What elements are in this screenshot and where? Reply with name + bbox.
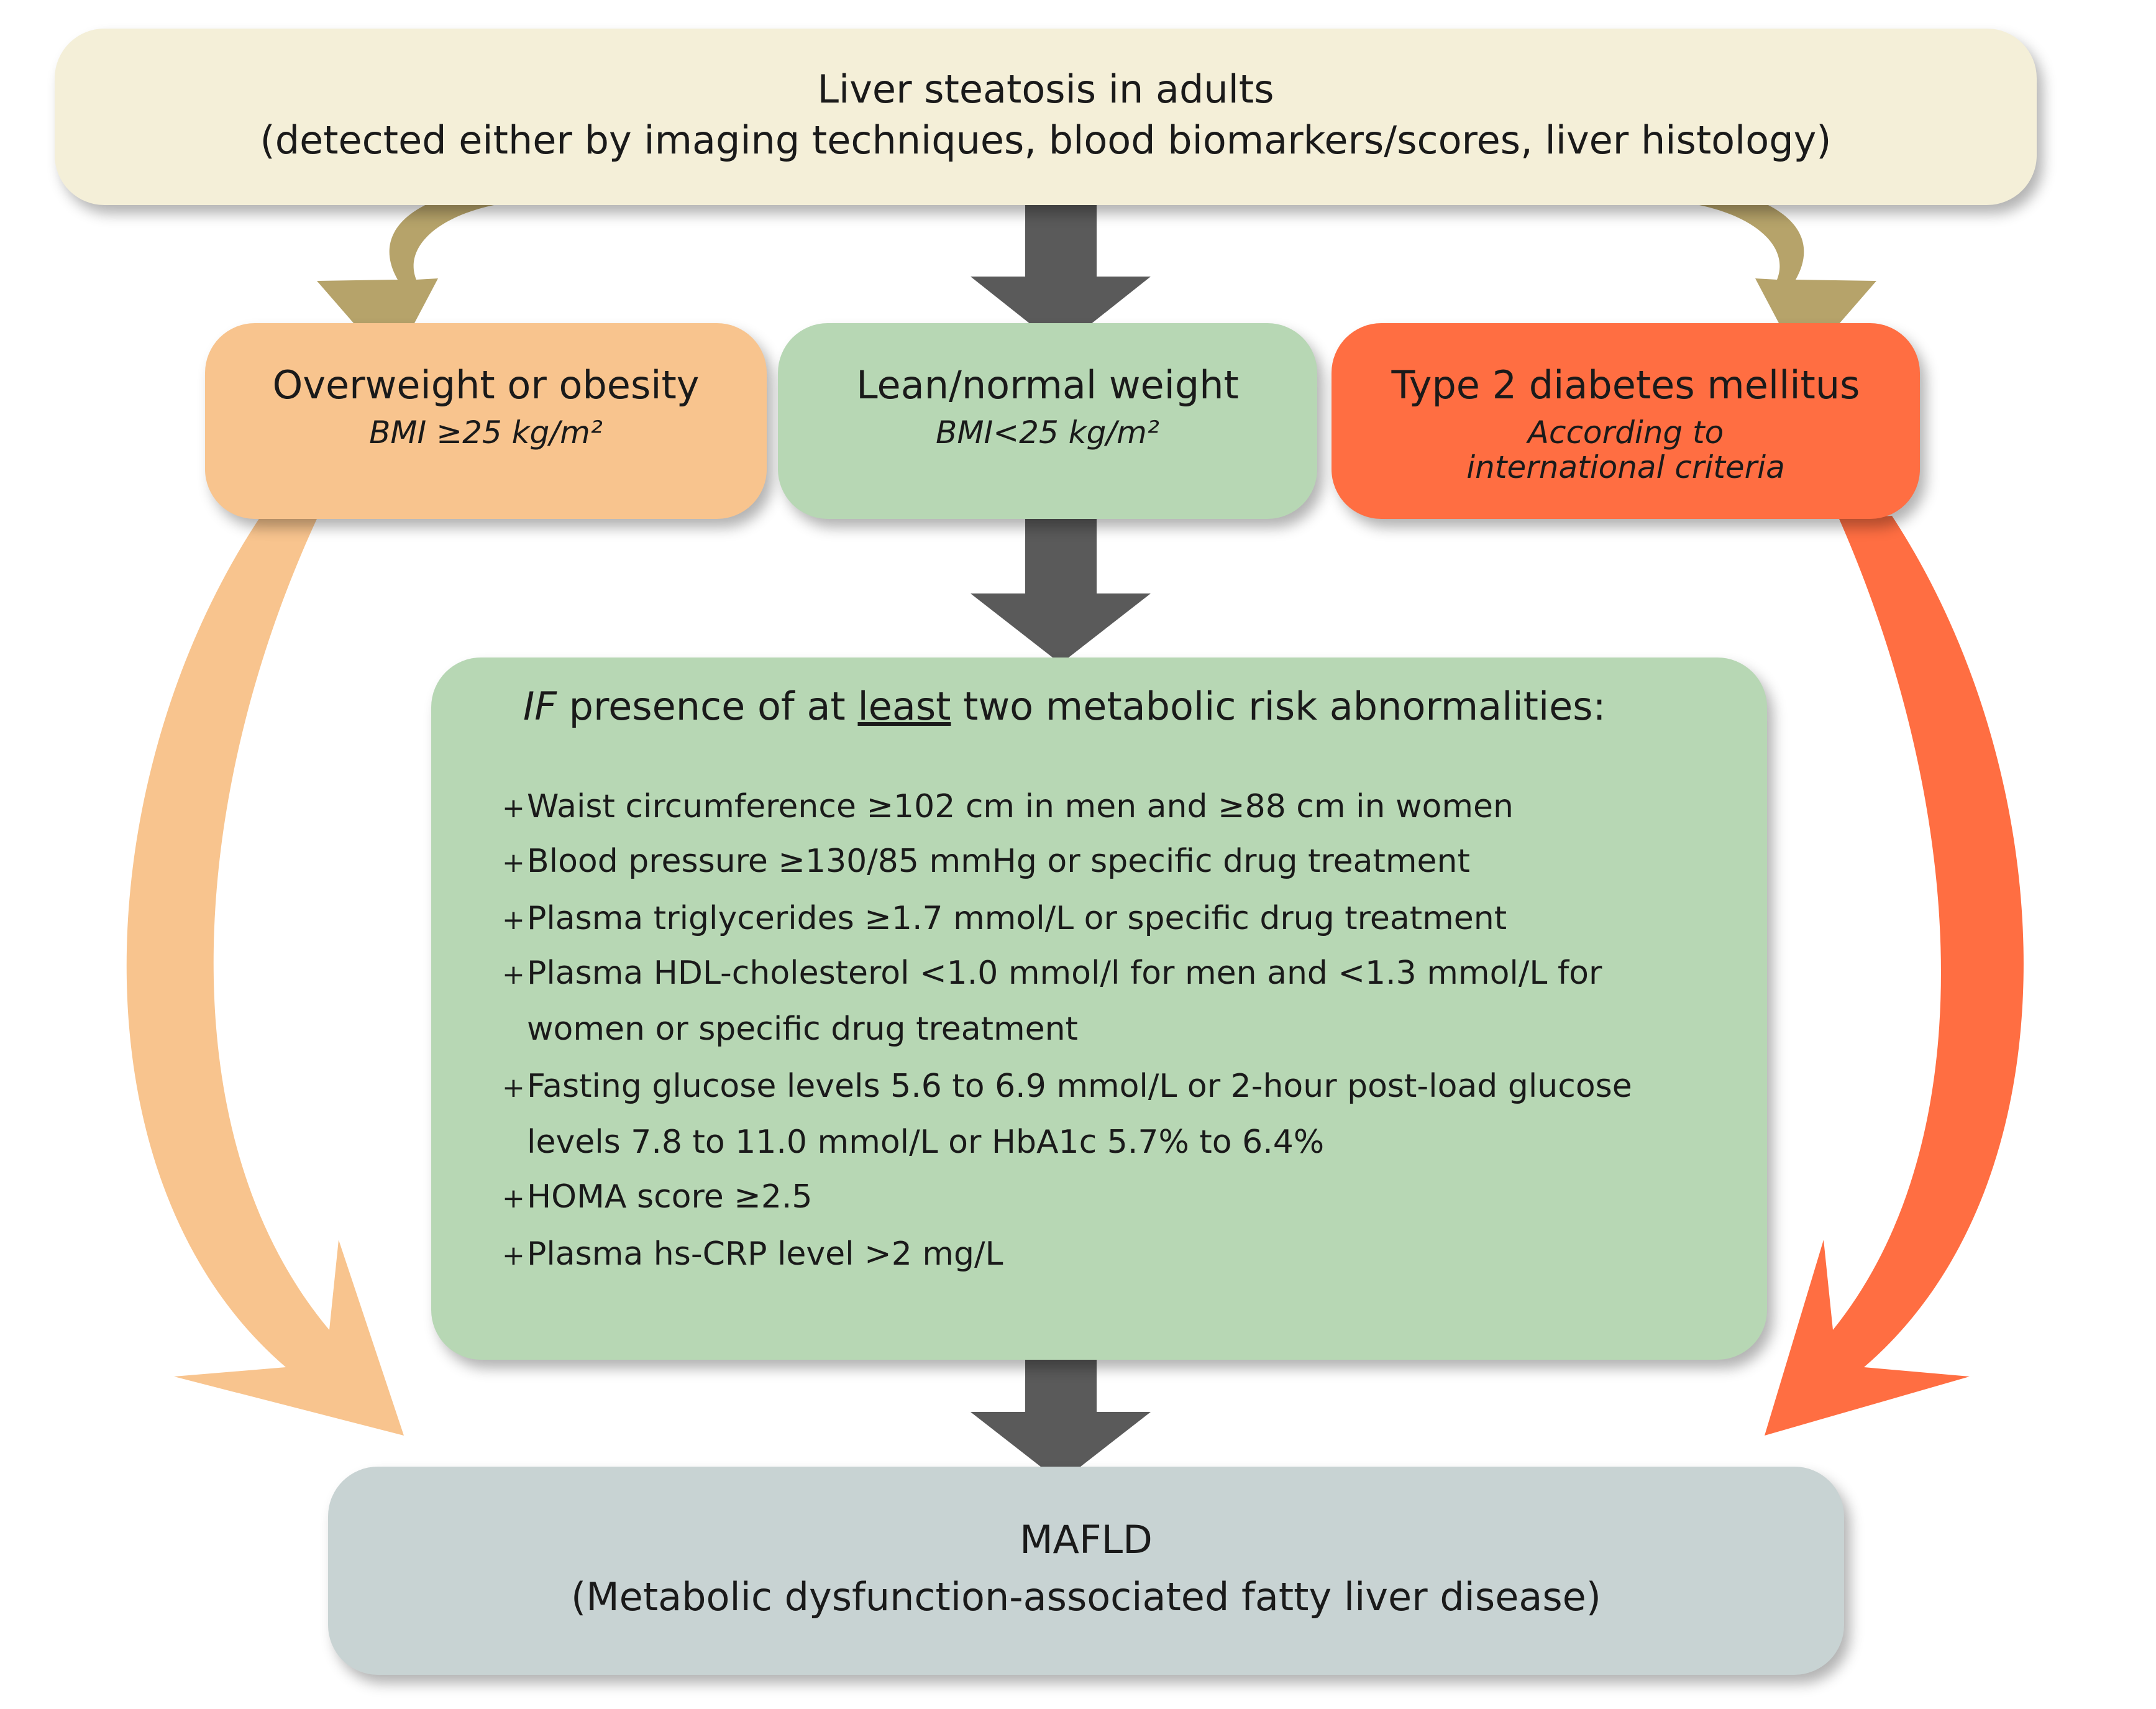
mafld-title: MAFLD — [1020, 1517, 1153, 1562]
liver-steatosis-box: Liver steatosis in adults (detected eith… — [55, 29, 2037, 205]
overweight-obesity-title: Overweight or obesity — [272, 362, 700, 408]
overweight-obesity-box: Overweight or obesity BMI ≥25 kg/m² — [205, 323, 767, 519]
diabetes-to-mafld-arrow — [1765, 516, 2024, 1436]
top-to-diabetes-arrow — [1699, 186, 1876, 367]
criterion-glucose: +Fasting glucose levels 5.6 to 6.9 mmol/… — [502, 1058, 1732, 1117]
criterion-waist: +Waist circumference ≥102 cm in men and … — [502, 778, 1732, 837]
criterion-blood-pressure: +Blood pressure ≥130/85 mmHg or specific… — [502, 833, 1732, 892]
type2-diabetes-title: Type 2 diabetes mellitus — [1391, 362, 1860, 408]
lean-bmi-criterion: BMI<25 kg/m² — [936, 415, 1159, 451]
criteria-to-mafld-arrow — [971, 1316, 1151, 1482]
criteria-heading: IF presence of at least two metabolic ri… — [523, 679, 1606, 735]
liver-steatosis-title: Liver steatosis in adults — [817, 66, 1274, 112]
criterion-hdl-continued: women or specific drug treatment — [527, 1010, 1078, 1048]
overweight-to-mafld-arrow — [126, 516, 404, 1436]
diabetes-criteria-line2: international criteria — [1466, 449, 1785, 485]
mafld-full-name: (Metabolic dysfunction-associated fatty … — [571, 1574, 1601, 1620]
criterion-text: HOMA score ≥2.5 — [527, 1178, 813, 1216]
lean-to-criteria-arrow — [971, 497, 1151, 664]
criterion-text: Plasma HDL-cholesterol <1.0 mmol/l for m… — [527, 955, 1602, 992]
bullet-icon: + — [502, 847, 525, 879]
top-to-lean-arrow — [971, 180, 1151, 348]
diabetes-criteria-line1: According to — [1527, 415, 1724, 451]
heading-if: IF — [523, 684, 557, 729]
bullet-icon: + — [502, 959, 525, 991]
metabolic-criteria-box: IF presence of at least two metabolic ri… — [431, 657, 1767, 1360]
top-to-overweight-arrow — [317, 186, 494, 367]
bullet-icon: + — [502, 1240, 525, 1271]
heading-least: least — [857, 684, 951, 729]
bullet-icon: + — [502, 1072, 525, 1104]
criterion-text: Blood pressure ≥130/85 mmHg or specific … — [527, 843, 1470, 880]
type2-diabetes-box: Type 2 diabetes mellitus According to in… — [1332, 323, 1920, 519]
lean-normal-weight-title: Lean/normal weight — [856, 362, 1239, 408]
lean-normal-weight-box: Lean/normal weight BMI<25 kg/m² — [778, 323, 1317, 519]
mafld-box: MAFLD (Metabolic dysfunction-associated … — [328, 1467, 1844, 1675]
criterion-triglycerides: +Plasma triglycerides ≥1.7 mmol/L or spe… — [502, 890, 1732, 949]
overweight-bmi-criterion: BMI ≥25 kg/m² — [369, 415, 603, 451]
bullet-icon: + — [502, 792, 525, 824]
criterion-homa: +HOMA score ≥2.5 — [502, 1168, 1732, 1227]
criterion-hs-crp: +Plasma hs-CRP level >2 mg/L — [502, 1226, 1732, 1285]
criterion-hdl: +Plasma HDL-cholesterol <1.0 mmol/l for … — [502, 945, 1732, 1004]
criterion-text: Waist circumference ≥102 cm in men and ≥… — [527, 788, 1514, 825]
criterion-text: Plasma triglycerides ≥1.7 mmol/L or spec… — [527, 900, 1507, 937]
criterion-text: Fasting glucose levels 5.6 to 6.9 mmol/L… — [527, 1068, 1632, 1105]
heading-post: two metabolic risk abnormalities: — [951, 684, 1606, 729]
criterion-glucose-continued: levels 7.8 to 11.0 mmol/L or HbA1c 5.7% … — [527, 1124, 1325, 1161]
heading-pre: presence of at — [556, 684, 858, 729]
bullet-icon: + — [502, 1183, 525, 1214]
liver-steatosis-detection-methods: (detected either by imaging techniques, … — [260, 117, 1832, 163]
bullet-icon: + — [502, 904, 525, 936]
criterion-text: Plasma hs-CRP level >2 mg/L — [527, 1235, 1003, 1273]
